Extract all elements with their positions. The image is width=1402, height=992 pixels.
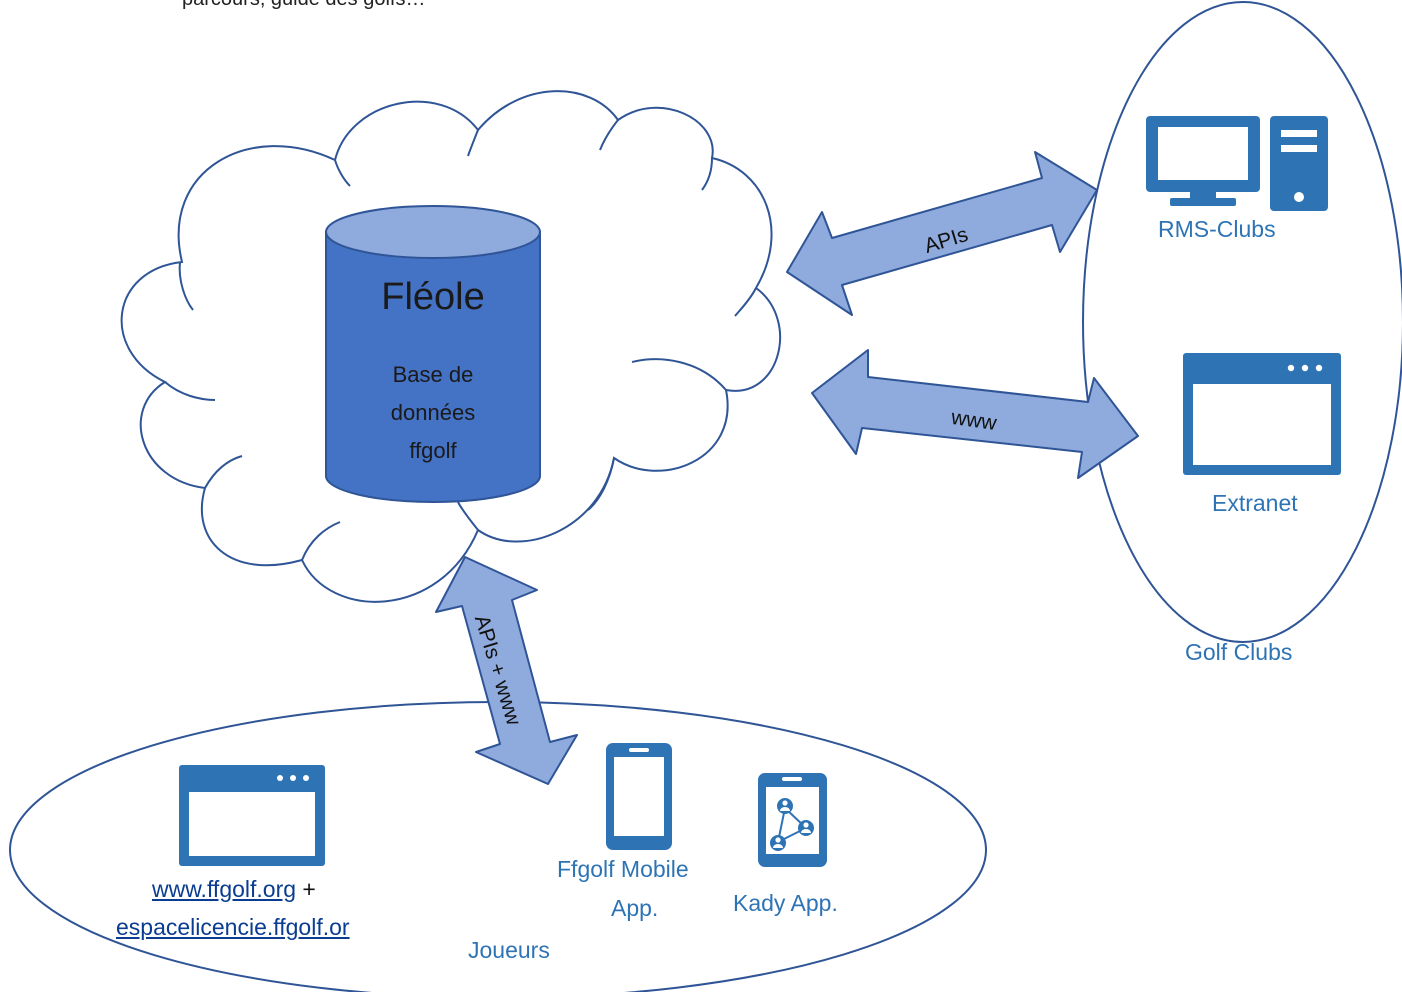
espace-licencie-link[interactable]: espacelicencie.ffgolf.or [116,914,350,940]
ffgolf-site-line: www.ffgolf.org + [152,876,316,903]
browser-window-icon-ffgolf [179,765,325,866]
ffgolf-mobile-label-line2: App. [611,895,659,921]
database-subtitle: Base de données ffgolf [322,356,544,470]
top-partial-text: parcours, guide des golfs… [182,0,425,11]
database-subtitle-line: Base de [392,362,474,387]
apis-www-arrow [435,556,578,785]
extranet-label: Extranet [1212,490,1298,516]
ffgolf-site-link[interactable]: www.ffgolf.org [152,876,297,902]
golf-clubs-ellipse [1082,1,1402,643]
database-cylinder [325,205,541,503]
www-arrow [811,349,1139,479]
mobile-phone-icon [606,743,672,850]
plus-sign: + [296,876,316,902]
apis-arrow [786,151,1098,316]
browser-window-icon [1183,353,1341,475]
ffgolf-mobile-label-line1: Ffgolf Mobile [557,856,689,882]
rms-clubs-label: RMS-Clubs [1158,216,1276,242]
kady-app-label: Kady App. [733,890,838,916]
database-title: Fléole [381,276,485,318]
espace-licencie-line: espacelicencie.ffgolf.or [116,914,350,941]
desktop-computer-icon [1146,116,1328,211]
cloud-inner-lines [164,119,757,561]
joueurs-group-label: Joueurs [468,937,550,963]
database-subtitle-line: ffgolf [409,438,457,463]
golf-clubs-group-label: Golf Clubs [1185,639,1293,665]
database-subtitle-line: données [390,400,476,425]
phone-network-icon [758,773,827,867]
